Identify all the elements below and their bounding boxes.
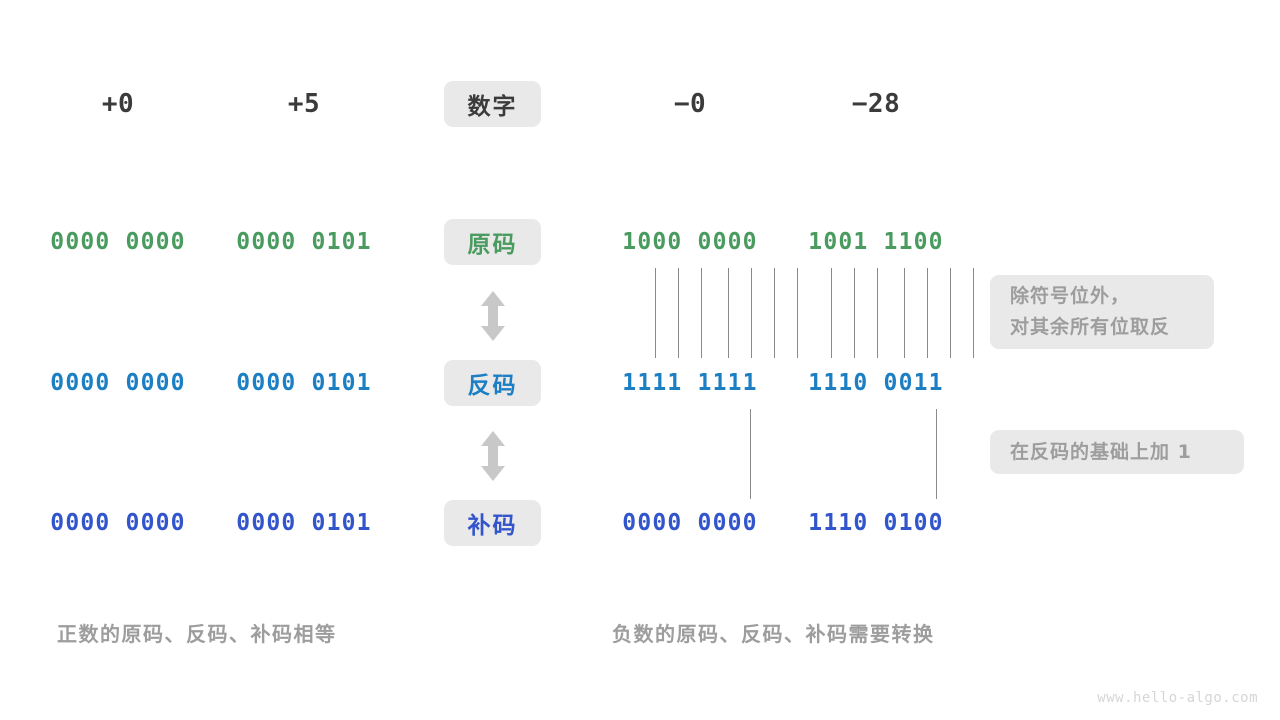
add-one-note-line-1: 在反码的基础上加 1 bbox=[1010, 440, 1192, 463]
bit-connector-line bbox=[655, 268, 656, 358]
bit-connector-line bbox=[728, 268, 729, 358]
bit-connector-line bbox=[950, 268, 951, 358]
bits-twos-complement-minus-zero: 0000 0000 bbox=[622, 510, 758, 536]
bit-connector-line bbox=[831, 268, 832, 358]
row-label-twos-complement: 补码 bbox=[444, 500, 541, 546]
bits-ones-complement-minus-twentyeight: 1110 0011 bbox=[808, 370, 944, 396]
bits-twos-complement-minus-twentyeight: 1110 0100 bbox=[808, 510, 944, 536]
bit-connector-line bbox=[701, 268, 702, 358]
invert-note-line-2: 对其余所有位取反 bbox=[1010, 316, 1171, 338]
double-headed-arrow-bottom bbox=[478, 430, 508, 486]
double-headed-arrow-top bbox=[478, 290, 508, 346]
row-label-ones-complement: 反码 bbox=[444, 360, 541, 406]
bit-connector-line bbox=[927, 268, 928, 358]
bits-twos-complement-plus-five: 0000 0101 bbox=[236, 510, 372, 536]
caption-negative: 负数的原码、反码、补码需要转换 bbox=[612, 622, 935, 646]
row-label-true-form: 原码 bbox=[444, 219, 541, 265]
bit-connector-line bbox=[774, 268, 775, 358]
invert-note: 除符号位外， 对其余所有位取反 bbox=[990, 275, 1214, 349]
bit-connector-line bbox=[904, 268, 905, 358]
header-number-minus-twentyeight: −28 bbox=[851, 89, 901, 119]
bits-ones-complement-plus-five: 0000 0101 bbox=[236, 370, 372, 396]
add-one-note: 在反码的基础上加 1 bbox=[990, 430, 1244, 474]
invert-note-line-1: 除符号位外， bbox=[1010, 285, 1131, 307]
bits-true-form-minus-zero: 1000 0000 bbox=[622, 229, 758, 255]
bits-true-form-plus-zero: 0000 0000 bbox=[50, 229, 186, 255]
bits-true-form-minus-twentyeight: 1001 1100 bbox=[808, 229, 944, 255]
bits-true-form-plus-five: 0000 0101 bbox=[236, 229, 372, 255]
carry-connector-line bbox=[750, 409, 751, 499]
header-number-minus-zero: −0 bbox=[673, 89, 707, 119]
bit-connector-line bbox=[797, 268, 798, 358]
bit-connector-line bbox=[877, 268, 878, 358]
carry-connector-line bbox=[936, 409, 937, 499]
header-number-plus-zero: +0 bbox=[101, 89, 135, 119]
caption-positive: 正数的原码、反码、补码相等 bbox=[57, 622, 337, 646]
bit-connector-line bbox=[678, 268, 679, 358]
header-number-plus-five: +5 bbox=[287, 89, 321, 119]
bit-connector-line bbox=[854, 268, 855, 358]
watermark: www.hello-algo.com bbox=[1097, 690, 1258, 706]
bit-connector-line bbox=[751, 268, 752, 358]
row-label-number: 数字 bbox=[444, 81, 541, 127]
bits-twos-complement-plus-zero: 0000 0000 bbox=[50, 510, 186, 536]
bit-connector-line bbox=[973, 268, 974, 358]
bits-ones-complement-minus-zero: 1111 1111 bbox=[622, 370, 758, 396]
bits-ones-complement-plus-zero: 0000 0000 bbox=[50, 370, 186, 396]
